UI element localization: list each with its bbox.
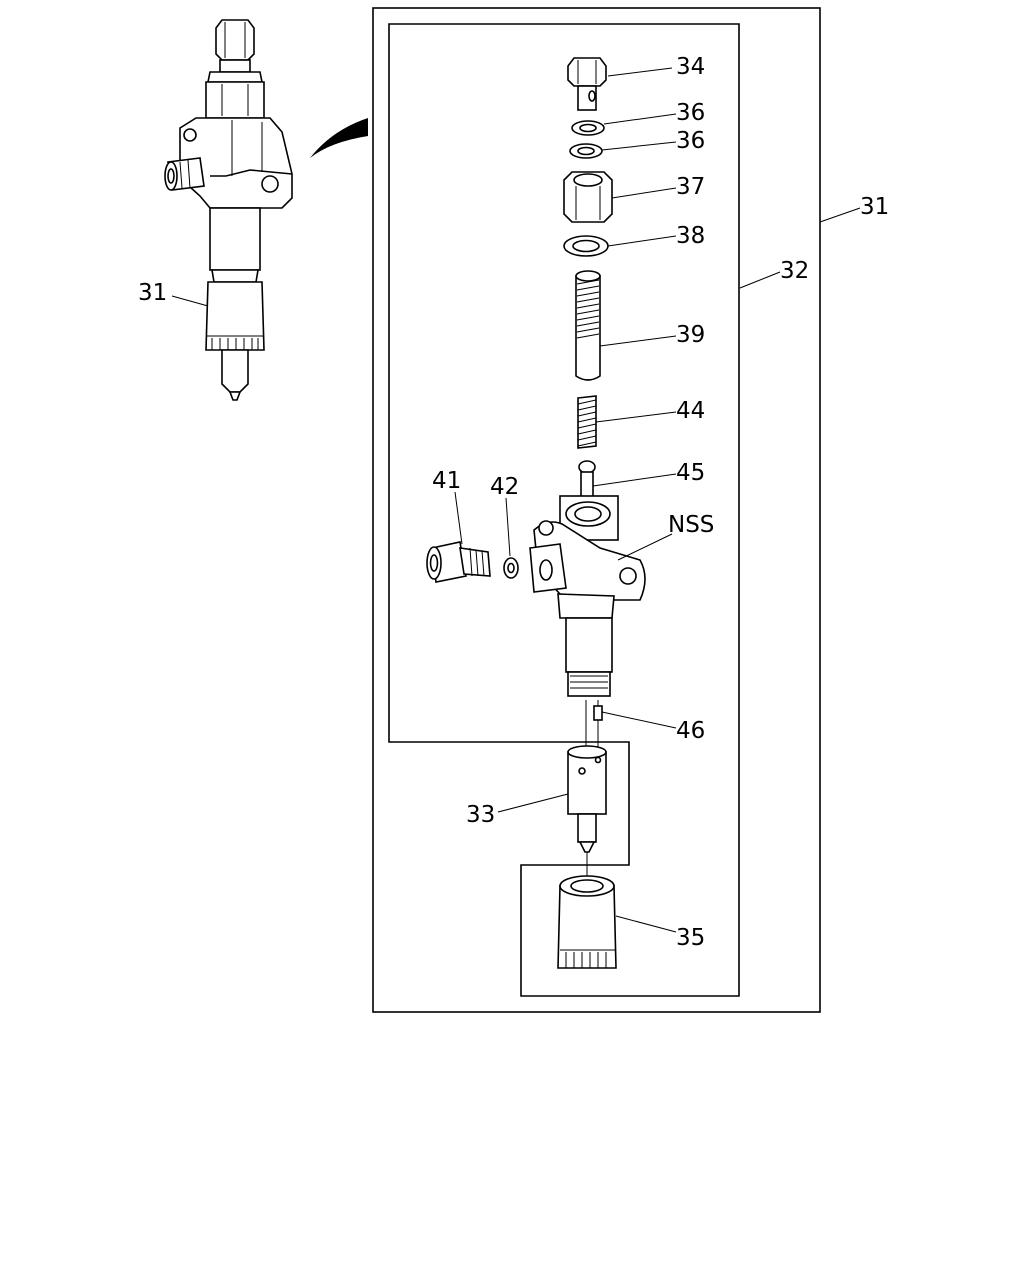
callout-39: 39 — [676, 322, 705, 348]
callout-labels: 31 31 32 33 34 35 36 36 37 38 39 41 42 4… — [138, 54, 889, 951]
callout-41: 41 — [432, 468, 461, 494]
callout-nss: NSS — [668, 512, 714, 538]
callout-45: 45 — [676, 460, 705, 486]
callout-32: 32 — [780, 258, 809, 284]
callout-31-assembled: 31 — [138, 280, 167, 306]
part-37-nut — [563, 171, 613, 223]
detail-pointer-arrow — [310, 118, 368, 158]
callout-34: 34 — [676, 54, 705, 80]
callout-42: 42 — [490, 474, 519, 500]
callout-36-lower: 36 — [676, 128, 705, 154]
frame-assembly-31 — [372, 7, 821, 1013]
callout-35: 35 — [676, 925, 705, 951]
callout-31-frame: 31 — [860, 194, 889, 220]
part-42-washer — [503, 557, 519, 579]
leader-lines — [171, 67, 861, 933]
part-39-filter-stud — [575, 270, 601, 381]
callout-46: 46 — [676, 718, 705, 744]
callout-37: 37 — [676, 174, 705, 200]
part-38-washer — [563, 235, 609, 257]
part-34-bolt — [567, 57, 607, 111]
part-36-washer-lower — [569, 143, 603, 159]
nozzle-holder-body — [529, 495, 646, 697]
part-33-nozzle — [567, 745, 607, 878]
callout-36-upper: 36 — [676, 100, 705, 126]
callout-33: 33 — [466, 802, 495, 828]
assembled-injector — [164, 19, 293, 401]
callout-44: 44 — [676, 398, 705, 424]
part-44-spring — [577, 395, 597, 449]
part-36-washer-upper — [571, 120, 605, 136]
callout-38: 38 — [676, 223, 705, 249]
part-35-retaining-nut — [557, 875, 617, 969]
part-41-inlet-fitting — [426, 541, 491, 583]
